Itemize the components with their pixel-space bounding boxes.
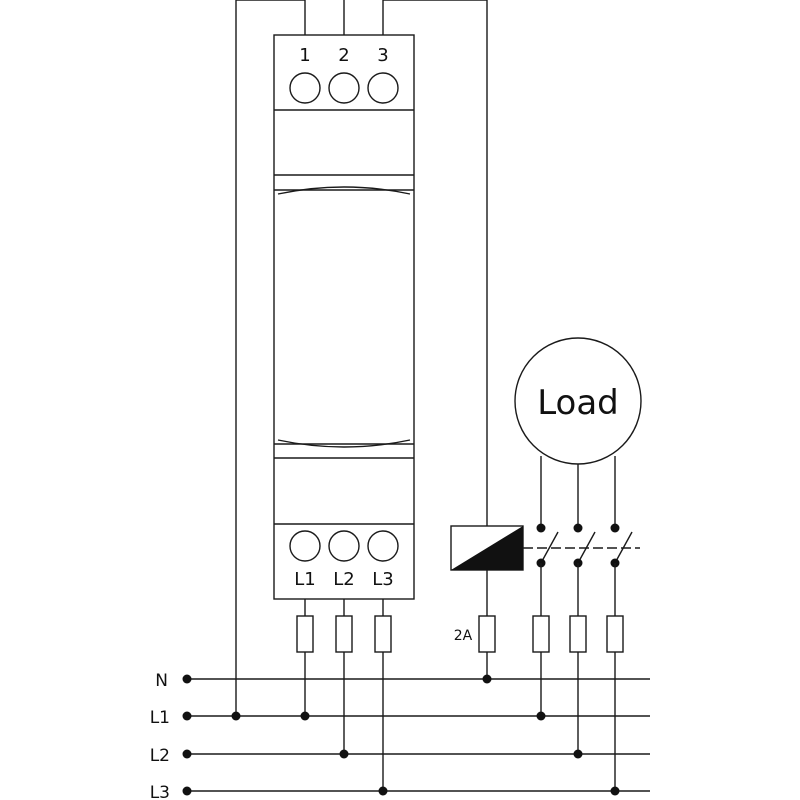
terminal-screw-2 [328, 72, 360, 104]
junction-load-l3 [610, 786, 620, 796]
relay-module: 1 2 3 L1 L2 L3 [273, 34, 415, 600]
fuse-load-l3 [606, 615, 624, 653]
junction-load-l2 [573, 749, 583, 759]
fuse-l2 [335, 615, 353, 653]
junction-module-l2 [339, 749, 349, 759]
fuse-l3 [374, 615, 392, 653]
module-body [273, 34, 415, 600]
line-label-l3: L3 [150, 783, 170, 800]
terminal-label-l2: L2 [333, 569, 354, 590]
line-label-n: N [155, 671, 168, 691]
junction-load-l1 [536, 711, 546, 721]
fuse-load-l2 [569, 615, 587, 653]
bus-start-dot-l2 [182, 749, 192, 759]
bus-start-dot-n [182, 674, 192, 684]
junction-coil-n [482, 674, 492, 684]
bus-start-dot-l1 [182, 711, 192, 721]
line-label-l1: L1 [150, 708, 170, 728]
terminal-label-l3: L3 [372, 569, 393, 590]
bus-start-dot-l3 [182, 786, 192, 796]
terminal-screw-1 [289, 72, 321, 104]
contactor-coil [450, 525, 524, 571]
wire-terminal-1 [235, 0, 306, 716]
fuse-load-l1 [532, 615, 550, 653]
contact-blade-1 [540, 531, 559, 564]
terminal-screw-3 [367, 72, 399, 104]
terminal-label-2: 2 [338, 45, 349, 66]
terminal-screw-l3 [367, 530, 399, 562]
terminal-label-1: 1 [299, 45, 310, 66]
terminal-screw-l2 [328, 530, 360, 562]
terminal-screw-l1 [289, 530, 321, 562]
junction-module-l3 [378, 786, 388, 796]
junction-module-l1 [300, 711, 310, 721]
fuse-l1 [296, 615, 314, 653]
wire-terminal-3 [382, 0, 488, 526]
line-label-l2: L2 [150, 746, 170, 766]
junction-t1-l1 [231, 711, 241, 721]
fuse-coil [478, 615, 496, 653]
terminal-label-3: 3 [377, 45, 388, 66]
terminal-label-l1: L1 [294, 569, 315, 590]
load-label: Load [537, 383, 619, 423]
fuse-rating-label: 2A [454, 628, 473, 644]
